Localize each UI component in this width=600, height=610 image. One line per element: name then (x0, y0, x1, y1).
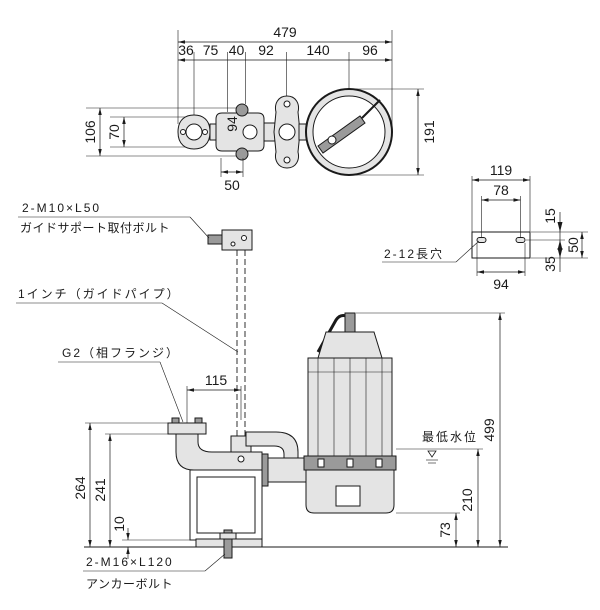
guide-bolt-head (235, 103, 249, 117)
width-119-label: 119 (490, 162, 513, 178)
flange-bore (185, 123, 203, 141)
flange-bolt-hole (283, 156, 291, 164)
cable-gland-plan (327, 135, 337, 145)
dim-arrow (557, 240, 563, 250)
min-water-level-label: 最低水位 (422, 429, 478, 444)
height-106-label: 106 (82, 120, 98, 144)
flange-bolt-hole (202, 129, 208, 135)
leader-line (189, 216, 210, 239)
base-height-label: 10 (111, 516, 127, 532)
water-level-icon (427, 450, 437, 458)
cable-gland (344, 312, 356, 334)
support-width-label: 50 (224, 177, 240, 193)
anchor-bolt-name: アンカーボルト (86, 577, 173, 591)
width-94-label: 94 (493, 276, 509, 292)
hook-bolt (237, 455, 245, 463)
guide-pipe-section (242, 124, 258, 140)
width-78-label: 78 (493, 182, 509, 198)
dim-arrow (557, 248, 563, 258)
flange-bolt-hole (180, 129, 186, 135)
overall-width-label: 479 (273, 24, 297, 40)
guide-support-bolt (207, 234, 223, 245)
offset-115-label: 115 (205, 372, 228, 388)
guide-94-label: 94 (224, 116, 240, 132)
segment-label: 75 (203, 42, 219, 58)
dim-arrow (557, 222, 563, 232)
height-50-label: 50 (565, 237, 581, 253)
anchor-bolt (223, 529, 233, 559)
flange-top-height-label: 264 (72, 476, 88, 500)
height-15-label: 15 (542, 208, 558, 224)
support-plate (471, 231, 531, 259)
leader-line (159, 361, 184, 423)
flange-bore (278, 123, 296, 141)
leader-line (161, 302, 239, 353)
flange-bolt (171, 417, 180, 424)
ring-bolt (375, 458, 383, 468)
discharge-height-label: 73 (437, 522, 453, 538)
segment-label: 36 (178, 42, 194, 58)
discharge-pipe (265, 457, 309, 483)
guide-support-plan (215, 112, 265, 152)
bracket-hole (241, 235, 247, 241)
bracket-hole (230, 241, 236, 247)
pump-diameter-label: 191 (421, 120, 437, 144)
guide-bolt-spec: 2-M10×L50 (22, 201, 101, 215)
water-level-height-label: 210 (459, 488, 475, 512)
segment-label: 96 (362, 42, 378, 58)
plan-pipe (263, 122, 276, 142)
support-detail: 119 78 94 15 35 50 2-12長穴 (382, 162, 588, 292)
plan-view: 479 36 75 40 92 140 96 106 70 94 (82, 24, 437, 193)
elevation-view: 115 499 210 73 最低水位 264 241 10 2-M10×L50… (16, 201, 508, 591)
slot-hole (515, 237, 526, 243)
segment-label: 40 (229, 42, 245, 58)
pump-top-cover (317, 331, 383, 359)
segment-label: 140 (306, 42, 330, 58)
flange-bolt (194, 417, 203, 424)
height-70-label: 70 (106, 124, 122, 140)
leader-line (455, 240, 480, 263)
anchor-nut (219, 532, 237, 540)
slot-label: 2-12長穴 (384, 246, 444, 261)
duckfoot-base-inner (196, 476, 256, 534)
ring-bolt (317, 458, 325, 468)
height-35-label: 35 (542, 256, 558, 272)
casing-detail (335, 485, 361, 507)
ring-bolt (346, 458, 354, 468)
flange-bolt-hole (283, 100, 291, 108)
g2-flange (167, 422, 207, 435)
leader-line (204, 553, 226, 572)
flange-bottom-height-label: 241 (92, 478, 108, 502)
guide-support-bracket (221, 229, 253, 251)
anchor-bolt-spec: 2-M16×L120 (86, 555, 174, 569)
guide-pipe-label: 1インチ（ガイドパイプ） (18, 287, 181, 301)
segment-label: 92 (258, 42, 274, 58)
pump-cable-plan (361, 99, 381, 119)
guide-bolt-name: ガイドサポート取付ボルト (20, 221, 170, 235)
discharge-flange (261, 453, 269, 487)
total-height-label: 499 (481, 418, 497, 442)
guide-bolt-head (235, 147, 249, 161)
slot-hole (476, 237, 487, 243)
flange-label: G2（相フランジ） (62, 346, 180, 360)
